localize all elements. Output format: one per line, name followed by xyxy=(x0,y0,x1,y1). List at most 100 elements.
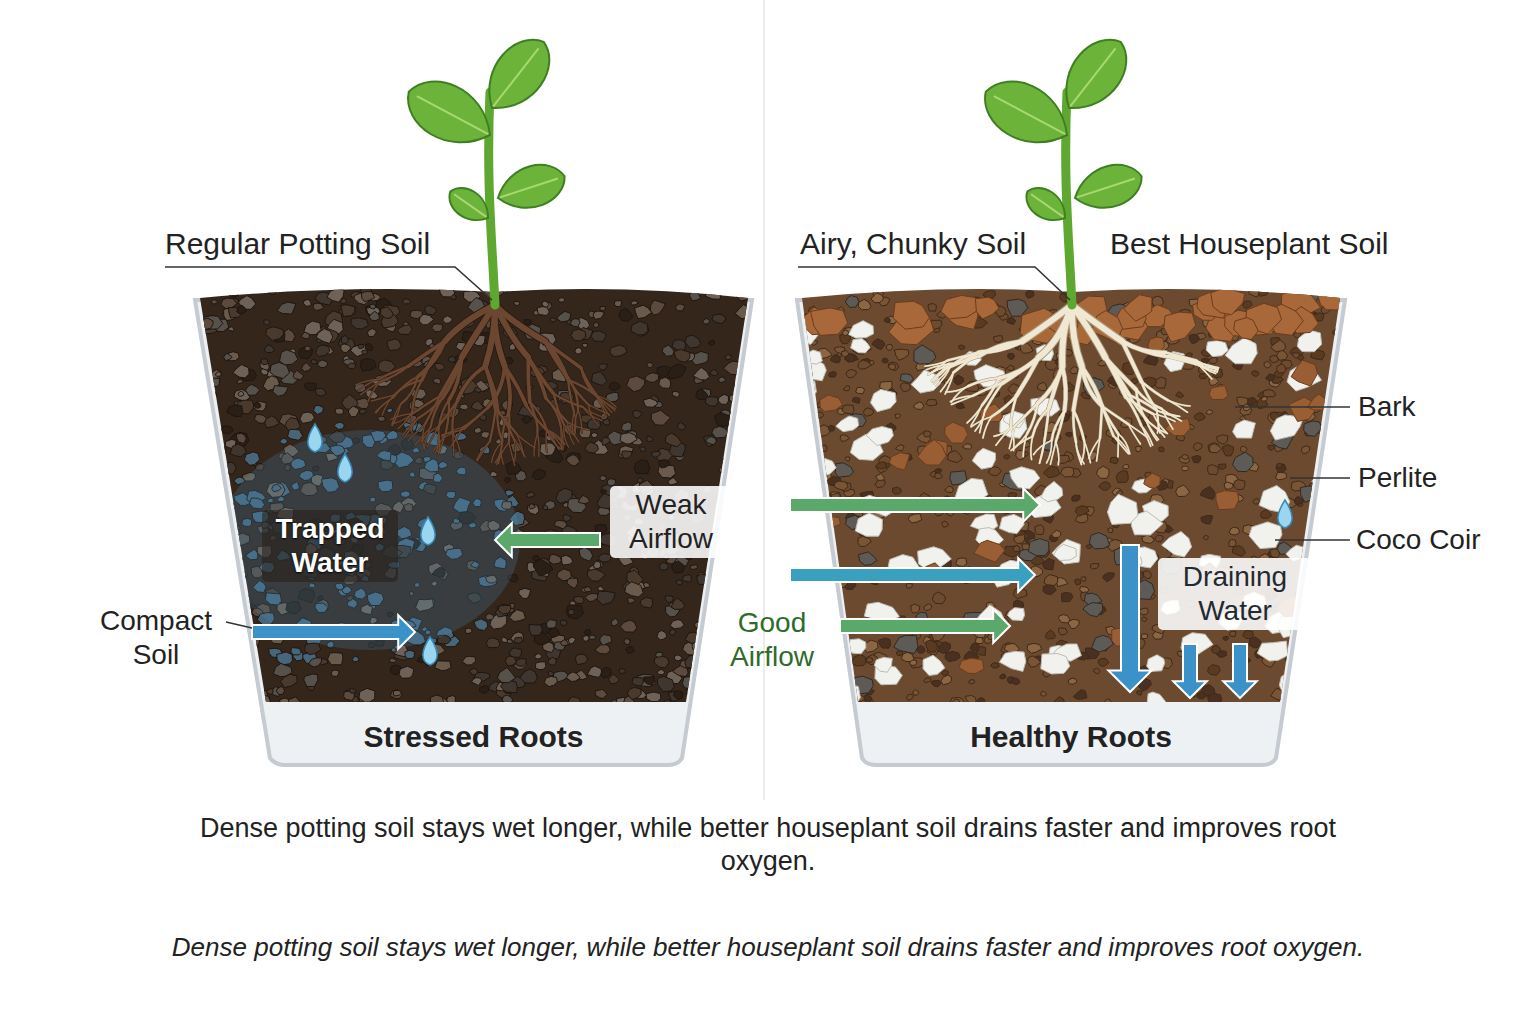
pebble xyxy=(713,636,718,641)
pebble xyxy=(591,433,597,438)
coco-coir xyxy=(1333,633,1341,638)
pebble xyxy=(659,460,669,469)
pebble xyxy=(595,689,607,698)
pebble xyxy=(600,307,606,311)
coco-coir xyxy=(882,358,888,363)
coco-coir xyxy=(965,696,976,705)
pebble xyxy=(601,490,607,494)
coco-coir xyxy=(1322,488,1332,496)
pebble xyxy=(708,340,715,345)
pebble xyxy=(367,329,376,337)
coco-coir xyxy=(1266,374,1275,381)
coco-coir xyxy=(829,702,836,707)
pebble xyxy=(665,596,673,603)
pebble xyxy=(674,655,682,661)
root xyxy=(534,433,538,456)
coco-coir xyxy=(1317,668,1326,675)
pebble xyxy=(289,697,301,708)
coco-coir xyxy=(817,644,826,653)
coco-coir xyxy=(956,403,964,409)
pebble xyxy=(204,655,224,671)
pebble xyxy=(715,597,723,603)
coco-coir xyxy=(1328,448,1340,458)
pebble xyxy=(619,308,633,321)
bark xyxy=(893,301,929,329)
bark xyxy=(1144,473,1161,488)
coco-coir xyxy=(951,698,965,708)
coco-coir xyxy=(1043,558,1055,570)
pebble xyxy=(254,402,261,408)
pebble xyxy=(672,391,679,397)
pebble xyxy=(433,378,441,384)
pebble xyxy=(627,687,641,699)
pebble xyxy=(584,629,591,635)
coco-coir xyxy=(892,487,901,494)
pebble xyxy=(625,582,644,597)
pebble xyxy=(266,689,273,695)
pebble xyxy=(585,442,599,453)
coco-coir xyxy=(1312,516,1321,523)
pebble xyxy=(665,433,681,447)
coco-coir xyxy=(815,474,826,482)
pebble xyxy=(318,360,328,368)
pebble xyxy=(314,405,324,414)
pebble xyxy=(678,423,686,430)
pebble xyxy=(640,447,647,451)
pebble xyxy=(199,443,219,457)
bark xyxy=(889,453,909,470)
pebble xyxy=(722,686,729,691)
pebble xyxy=(335,408,343,414)
coco-coir xyxy=(977,698,985,704)
pebble xyxy=(673,691,682,699)
pebble xyxy=(657,631,667,641)
coco-coir xyxy=(1141,634,1147,639)
pebble xyxy=(900,374,913,383)
pebble xyxy=(735,457,749,471)
pebble xyxy=(377,416,385,421)
perlite xyxy=(1323,670,1355,696)
pebble xyxy=(206,430,220,443)
pebble xyxy=(535,662,546,670)
pebble xyxy=(723,361,742,375)
pebble xyxy=(432,324,443,332)
perlite xyxy=(851,339,871,353)
pebble xyxy=(399,666,414,678)
coco-coir xyxy=(906,583,912,588)
perlite xyxy=(1162,532,1192,557)
coco-coir xyxy=(1329,556,1340,565)
pebble xyxy=(280,350,298,365)
coco-coir xyxy=(1075,506,1089,517)
coco-coir xyxy=(795,323,805,330)
coco-coir xyxy=(1209,357,1218,364)
perlite xyxy=(1054,544,1077,560)
pebble xyxy=(465,628,472,634)
coco-coir xyxy=(1051,530,1060,537)
coco-coir xyxy=(895,414,901,418)
coco-coir xyxy=(1097,466,1110,478)
pebble xyxy=(425,305,437,315)
pebble xyxy=(405,650,415,659)
coco-coir xyxy=(1028,656,1041,667)
pebble xyxy=(527,504,539,514)
coco-coir xyxy=(1200,486,1215,499)
coco-coir xyxy=(843,330,849,336)
pebble xyxy=(228,572,247,586)
root xyxy=(564,424,579,442)
pebble xyxy=(474,619,488,631)
bark xyxy=(918,440,947,466)
pebble xyxy=(632,678,644,686)
coco-coir xyxy=(1229,540,1236,547)
pebble xyxy=(462,656,476,665)
pebble xyxy=(520,669,537,683)
pebble xyxy=(602,437,610,445)
coco-coir xyxy=(1328,527,1333,532)
root xyxy=(578,410,582,433)
pebble xyxy=(739,488,751,497)
coco-coir xyxy=(926,640,938,652)
coco-coir xyxy=(1334,436,1343,441)
pebble xyxy=(718,394,729,404)
pebble xyxy=(365,344,373,351)
coco-coir xyxy=(875,462,886,469)
pebble xyxy=(730,411,748,423)
pebble xyxy=(261,359,268,365)
